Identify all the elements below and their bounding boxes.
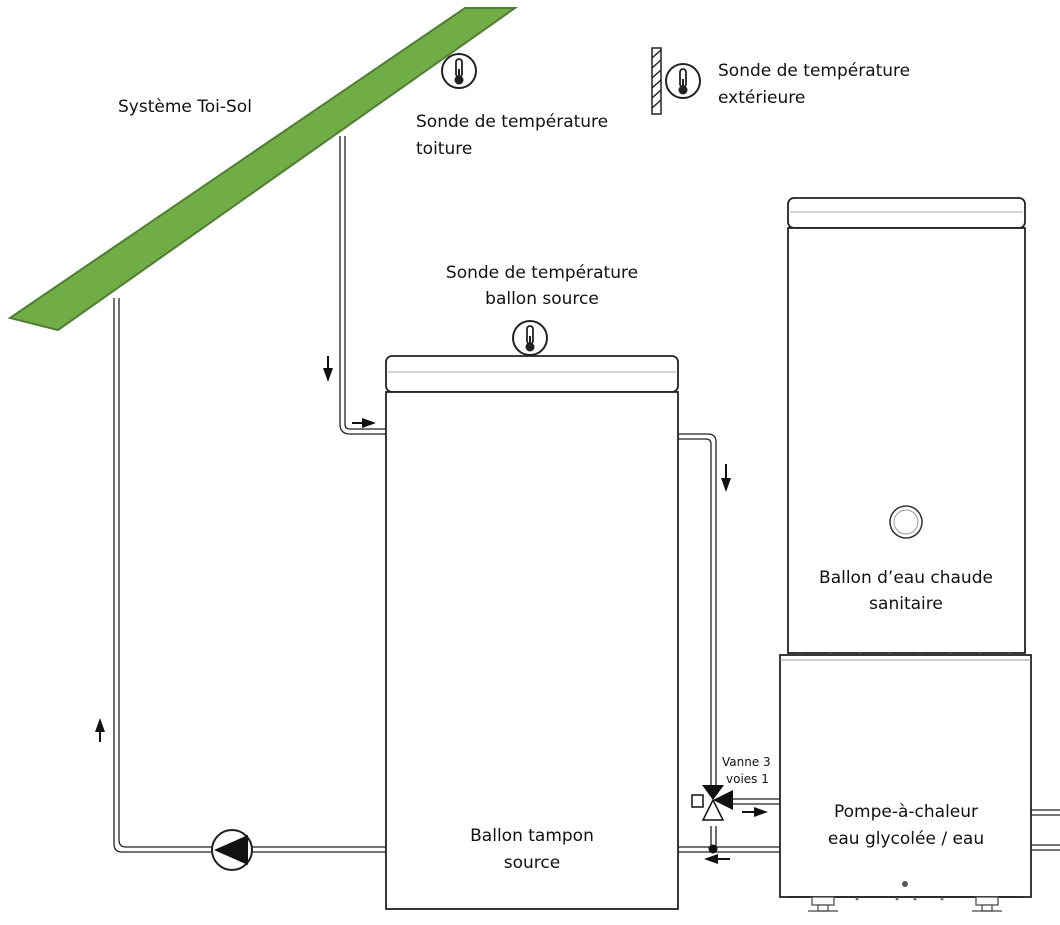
outdoor-sensor-label-2: extérieure bbox=[718, 88, 805, 108]
heat-pump-label: Pompe-à-chaleur bbox=[834, 802, 978, 822]
arrow-icon bbox=[742, 807, 768, 817]
arrow-icon bbox=[721, 464, 731, 492]
outdoor-sensor bbox=[651, 47, 701, 115]
pipes bbox=[113, 136, 1060, 853]
roof-collector bbox=[7, 7, 519, 332]
buffer-tank-label: Ballon tampon bbox=[470, 826, 594, 846]
dhw-tank bbox=[787, 197, 1026, 658]
dhw-tank-label-2: sanitaire bbox=[869, 594, 943, 614]
arrow-icon bbox=[704, 854, 730, 864]
thermometer-icon bbox=[665, 63, 701, 99]
dhw-tank-label: Ballon d’eau chaude bbox=[819, 568, 993, 588]
tank-sensor-label-2: ballon source bbox=[485, 289, 599, 309]
buffer-tank-label-2: source bbox=[504, 853, 560, 873]
valve-label-2: voies 1 bbox=[726, 772, 769, 786]
roof-sensor-label: Sonde de température bbox=[416, 112, 608, 132]
three-way-valve-icon bbox=[691, 785, 733, 821]
outdoor-sensor-label: Sonde de température bbox=[718, 61, 910, 81]
valve-label: Vanne 3 bbox=[722, 755, 771, 769]
heat-pump bbox=[779, 654, 1032, 912]
arrow-icon bbox=[95, 718, 105, 742]
thermometer-icon bbox=[512, 320, 548, 356]
heat-pump-label-2: eau glycolée / eau bbox=[828, 829, 984, 849]
buffer-tank bbox=[385, 355, 679, 910]
thermometer-icon bbox=[441, 53, 477, 89]
pipe-junction bbox=[708, 844, 718, 854]
roof-sensor-label-2: toiture bbox=[416, 139, 472, 159]
pump-icon bbox=[211, 829, 253, 871]
tank-sensor-label: Sonde de température bbox=[446, 263, 638, 283]
system-label: Système Toi-Sol bbox=[118, 97, 252, 117]
arrow-icon bbox=[323, 356, 333, 382]
arrow-icon bbox=[352, 418, 376, 428]
